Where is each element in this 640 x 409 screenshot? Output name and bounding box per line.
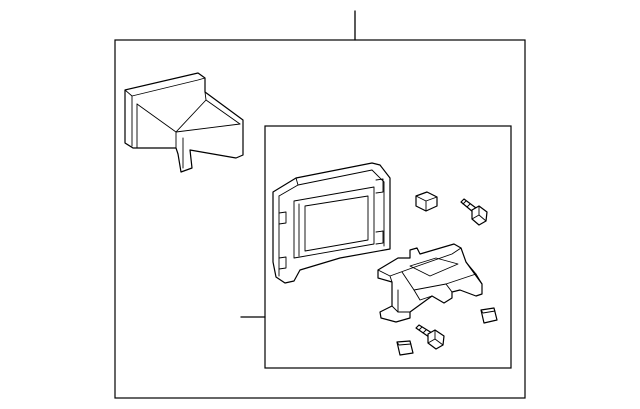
mounting-bracket [377,243,483,323]
assembly-frame [114,39,526,399]
bolt-lower [415,324,445,350]
pad-right [480,307,498,324]
subassembly-frame [264,125,512,369]
display-housing [272,162,391,284]
clip [415,191,438,212]
duct-bracket [124,72,244,173]
bolt-upper [460,198,488,226]
pad-lower [396,340,414,356]
